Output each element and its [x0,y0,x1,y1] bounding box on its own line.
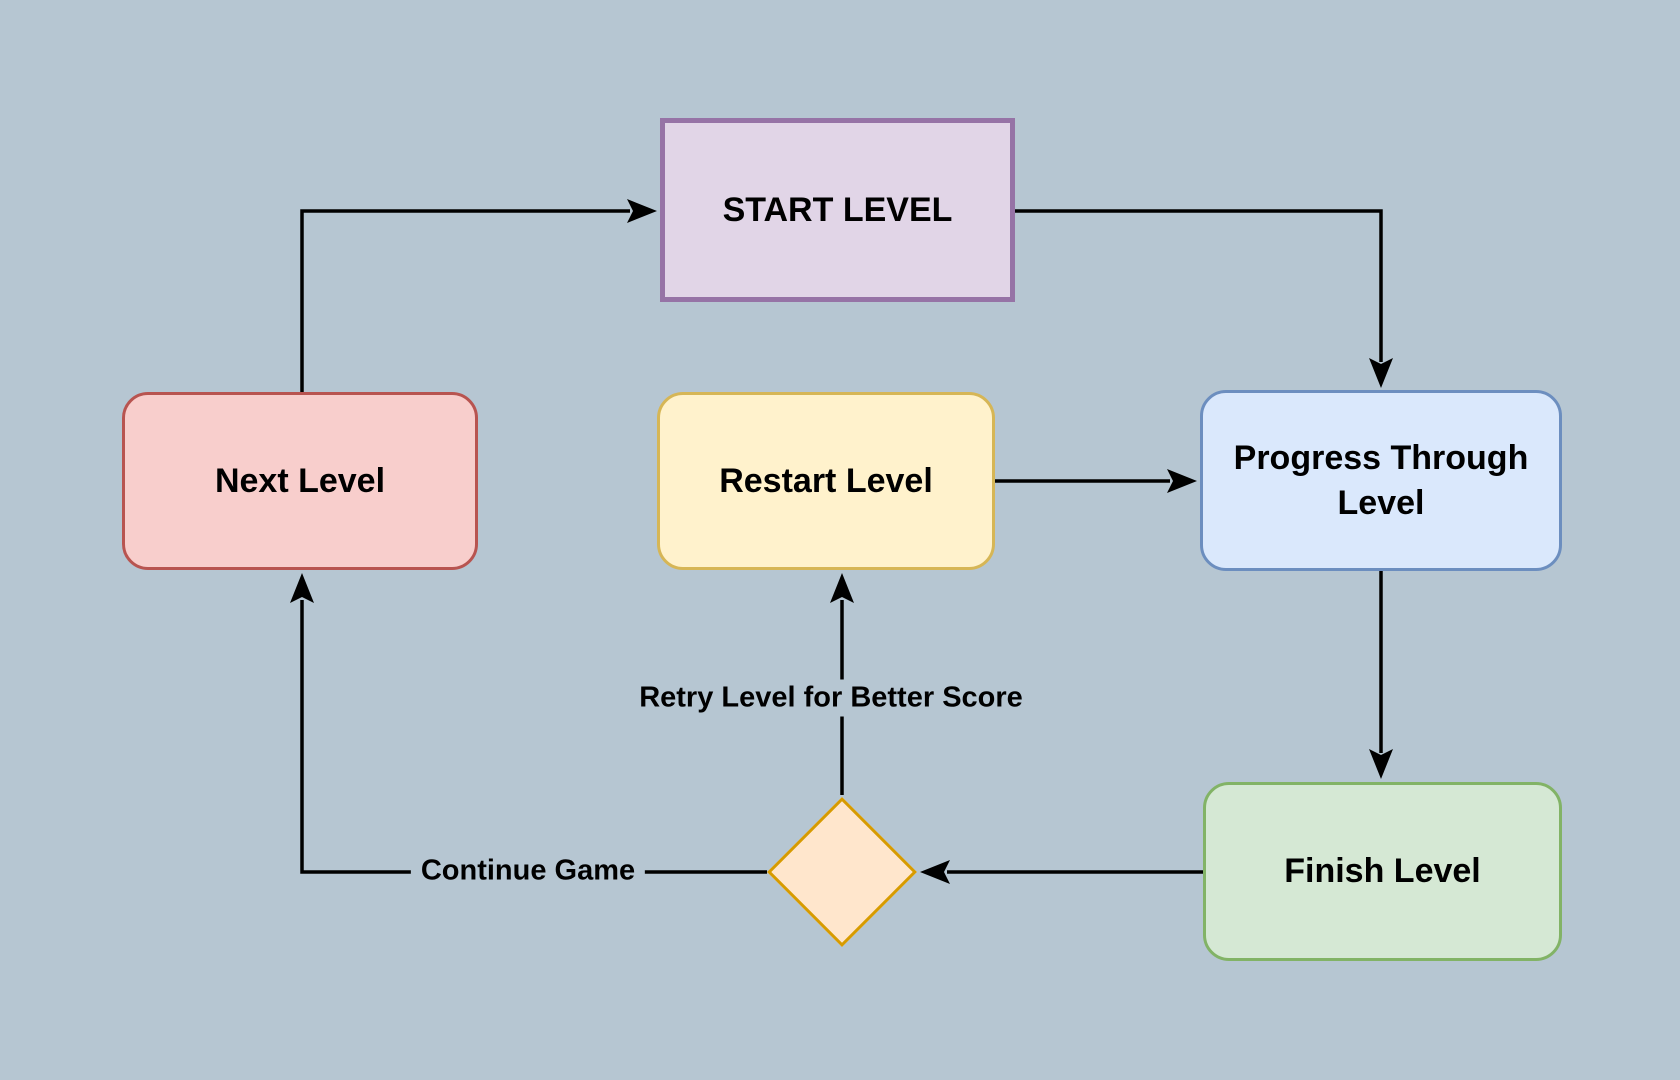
edge-decision-to-next [290,573,767,874]
edge-restart-to-progress [995,469,1197,493]
edge-label-retry: Retry Level for Better Score [629,679,1033,717]
edge-finish-to-decision [920,860,1203,884]
edge-start-to-progress [1015,209,1393,388]
edge-label-continue: Continue Game [410,852,646,890]
node-start-level-label: START LEVEL [722,190,953,229]
node-finish-level: Finish Level [1203,782,1562,961]
node-start-level: START LEVEL [660,118,1015,302]
node-restart-level-label: Restart Level [719,461,933,500]
edge-progress-to-finish [1369,571,1393,779]
node-progress-through-level: Progress Through Level [1200,390,1562,571]
edge-next-to-start [300,199,657,392]
node-progress-through-level-label: Progress Through Level [1233,438,1529,522]
node-next-level-label: Next Level [214,461,386,500]
node-next-level: Next Level [122,392,478,570]
node-restart-level: Restart Level [657,392,995,570]
node-finish-level-label: Finish Level [1284,852,1481,891]
